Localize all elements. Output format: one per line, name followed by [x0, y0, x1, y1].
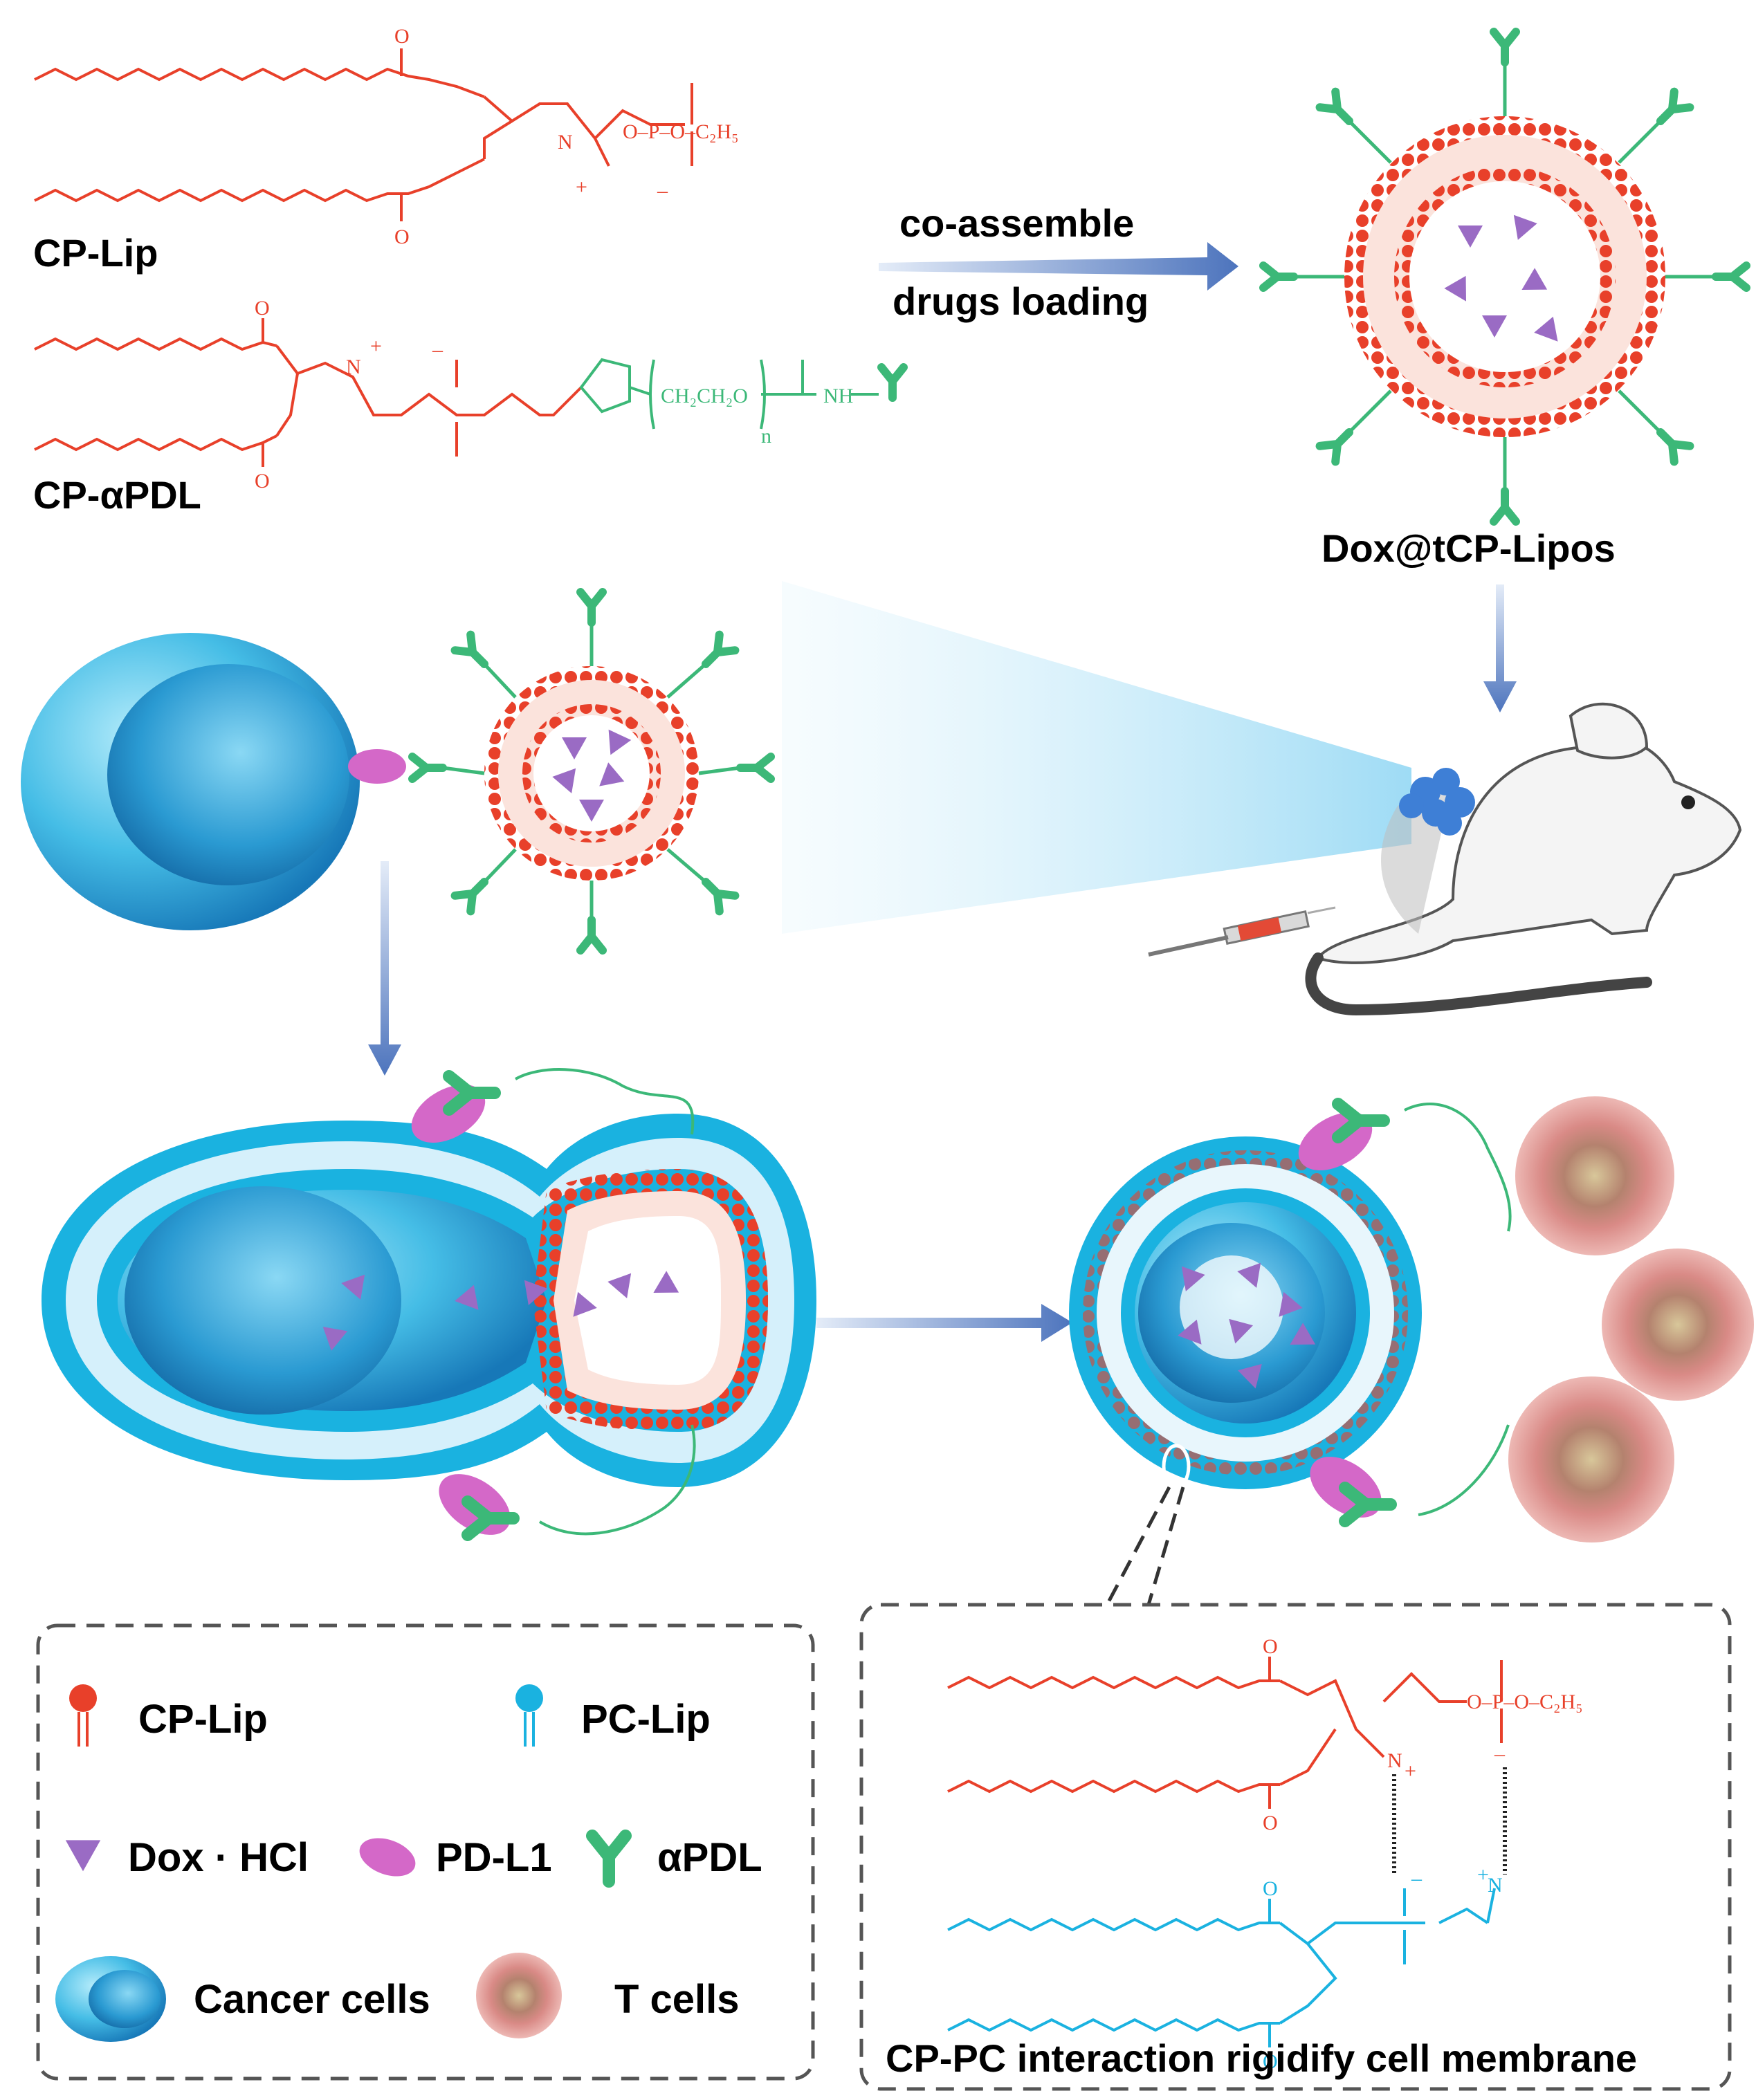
rigidified-cell [1069, 1136, 1422, 1489]
cp-lip-carbonyl-top: O [394, 25, 410, 48]
inset-pc-ammonium: N [1488, 1874, 1503, 1897]
cancer-cell-legend-icon [55, 1956, 166, 2042]
cp-lip-legend-icon [69, 1684, 97, 1747]
liposome-middle [484, 666, 699, 881]
legend-pdl1: PD-L1 [436, 1835, 552, 1880]
cancer-cell-middle [21, 633, 360, 930]
cp-apdl-carbonyl-top: O [255, 297, 270, 320]
antibody-icon [1263, 266, 1294, 288]
inset-pc-minus: – [1411, 1867, 1423, 1890]
inset-caption: CP-PC interaction rigidify cell membrane [886, 2036, 1637, 2080]
antibody-icon [698, 874, 735, 912]
inset-cp-ammonium: N [1387, 1749, 1402, 1772]
mouse-illustration [1305, 702, 1742, 1016]
zoom-beam [782, 581, 1411, 934]
inset-cp-o-bottom: O [1263, 1812, 1278, 1834]
cp-lip-label: CP-Lip [33, 231, 158, 275]
cp-apdl-structure [34, 318, 583, 467]
cp-apdl-peg-segment [579, 358, 879, 430]
pdl1-legend-icon [359, 1838, 416, 1877]
pc-lip-legend-icon [515, 1684, 543, 1747]
antibody-icon [1494, 491, 1516, 522]
t-cell-legend-icon [476, 1953, 562, 2038]
dox-legend-icon [65, 1840, 101, 1872]
cp-apdl-plus: + [370, 335, 382, 358]
co-assemble-arrow [879, 242, 1238, 291]
liposome-middle-antibodies [442, 623, 741, 920]
cp-apdl-minus: – [432, 338, 443, 361]
dox-tcp-liposome [1344, 116, 1665, 437]
inset-pc-chains [947, 1888, 1496, 2047]
antibody-icon [1494, 32, 1516, 62]
rigid-tether-top [1404, 1103, 1512, 1232]
syringe-icon [1148, 906, 1336, 957]
antibody-icon [580, 592, 603, 623]
cp-lip-ammonium: N [558, 131, 573, 154]
legend-cp-lip: CP-Lip [138, 1697, 268, 1742]
cp-apdl-antibody-icon [881, 367, 904, 398]
inset-cp-minus: – [1494, 1742, 1506, 1765]
legend-t-cells: T cells [614, 1977, 740, 2022]
inset-pc-o-bottom: O [1263, 2050, 1278, 2073]
cp-apdl-label: CP-αPDL [33, 473, 201, 517]
antibody-icon [1716, 266, 1746, 288]
tether-bottom [538, 1424, 696, 1536]
inset-cp-chains [947, 1657, 1503, 1809]
cp-lip-plus: + [576, 176, 587, 199]
antibody-icon [1653, 92, 1690, 129]
antibody-icon [698, 635, 735, 672]
cp-apdl-peg-chain: CH₂CH₂O [661, 385, 748, 407]
legend-dox: Dox · HCl [128, 1835, 309, 1880]
apdl-legend-icon [592, 1836, 625, 1881]
zoom-line-left [1105, 1486, 1171, 1606]
antibody-icon [1320, 92, 1357, 129]
cp-lip-structure [34, 48, 693, 221]
antibody-icon [455, 635, 493, 672]
cp-apdl-amide: NH [823, 385, 853, 407]
fusion-scene [42, 1114, 816, 1487]
inset-cp-plus: + [1405, 1760, 1416, 1783]
rigidify-arrow [816, 1304, 1072, 1342]
dox-tcp-antibodies [1294, 62, 1716, 491]
inset-pc-o-top: O [1263, 1877, 1278, 1900]
t-cells-group [1508, 1096, 1754, 1542]
dox-tcp-lipos-label: Dox@tCP-Lipos [1321, 526, 1616, 570]
rigid-tether-bottom [1418, 1424, 1510, 1516]
antibody-icon [1320, 425, 1357, 462]
zoom-line-right [1146, 1486, 1185, 1605]
tether-top [515, 1068, 695, 1135]
legend-apdl: αPDL [657, 1835, 762, 1880]
drugs-loading-label: drugs loading [893, 279, 1149, 323]
antibody-icon [580, 920, 603, 950]
tumor-cluster [1399, 768, 1475, 836]
inset-box [859, 1603, 1732, 2091]
pdl1-middle [348, 749, 406, 784]
cp-apdl-carbonyl-bottom: O [255, 470, 270, 492]
inset-pc-plus: + [1477, 1863, 1489, 1886]
legend-cancer-cells: Cancer cells [194, 1977, 430, 2022]
fusion-arrow [368, 861, 401, 1076]
antibody-icon [412, 757, 443, 779]
antibody-icon [455, 874, 493, 912]
cp-lip-minus: – [657, 179, 668, 202]
legend-box [36, 1623, 815, 2081]
cp-apdl-repeat-n: n [761, 425, 771, 448]
inset-cp-o-top: O [1263, 1635, 1278, 1658]
cp-lip-carbonyl-bottom: O [394, 225, 410, 248]
legend-pc-lip: PC-Lip [581, 1697, 711, 1742]
inset-cp-phosphate: O–P–O–C₂H₅ [1467, 1691, 1583, 1713]
antibody-icon [740, 757, 771, 779]
antibody-icon [1653, 425, 1690, 462]
magnifier-ring [1162, 1444, 1191, 1489]
cp-lip-phosphate: O–P–O–C₂H₅ [623, 120, 739, 143]
co-assemble-label: co-assemble [899, 201, 1134, 245]
injection-arrow [1483, 584, 1517, 712]
cp-apdl-ammonium: N [346, 356, 361, 378]
